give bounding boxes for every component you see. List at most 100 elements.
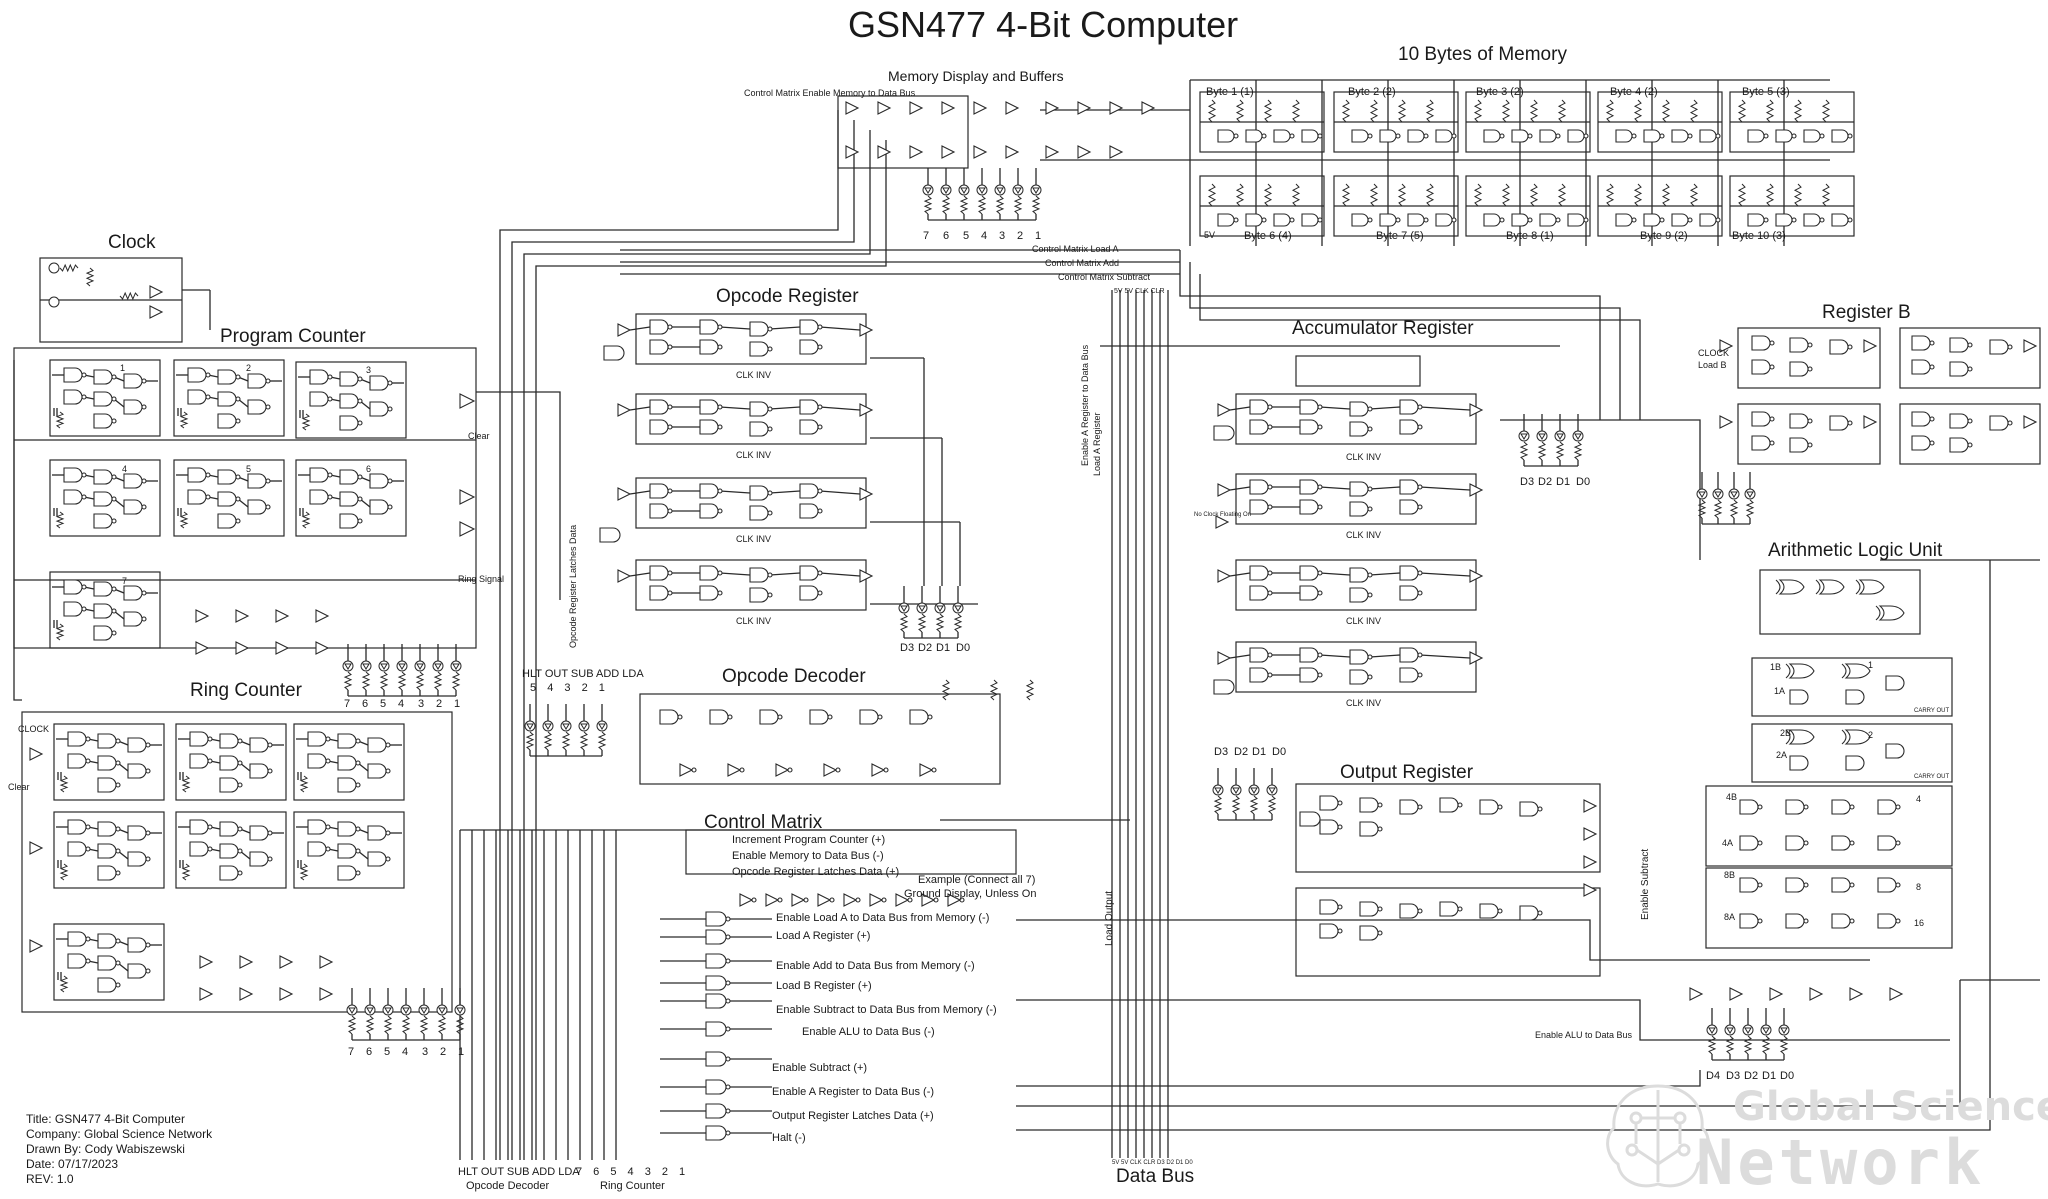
buffer-gate [859, 323, 874, 337]
resistor-icon [1713, 499, 1723, 519]
wire [769, 406, 801, 410]
buffer-gate [1583, 855, 1598, 869]
decoder-number-labels: 5 4 3 2 1 [530, 682, 605, 694]
gate-bubble [717, 324, 723, 330]
circuit-frame [1729, 91, 1855, 153]
gate-bubble [385, 830, 391, 836]
wire [1016, 980, 1961, 1107]
decoder-num: 4 [547, 682, 554, 694]
ring-clock-label: CLOCK [18, 724, 50, 734]
wire [819, 326, 861, 331]
inverter-bubble [751, 897, 757, 903]
nand-gate [93, 491, 113, 507]
output-register-bit: D2 [1234, 746, 1249, 758]
gate-bubble [1261, 133, 1267, 139]
decoder-op: ADD [596, 668, 620, 680]
xor-arc [1875, 605, 1881, 621]
resistor-icon [1633, 99, 1643, 123]
nand-gate [309, 467, 329, 483]
gate-bubble [667, 488, 673, 494]
output-register-bit: D0 [1272, 746, 1287, 758]
gate-bubble [767, 490, 773, 496]
nand-gate [123, 585, 143, 601]
wire [13, 360, 22, 701]
gate-bubble [1757, 918, 1763, 924]
inverter-bubble [829, 897, 835, 903]
gate-bubble [1715, 217, 1721, 223]
nand-gate [219, 843, 239, 859]
gate-bubble [1849, 840, 1855, 846]
led-diode-mark [402, 1007, 410, 1014]
gate-bubble [111, 586, 117, 592]
ring-counter-title: Ring Counter [190, 680, 302, 701]
resistor-icon [365, 1015, 375, 1035]
nand-gate [1785, 913, 1805, 929]
nand-gate [1249, 565, 1269, 581]
gate-bubble [1769, 364, 1775, 370]
gate-bubble [325, 846, 331, 852]
buffer-gate [791, 893, 806, 907]
wire [1319, 406, 1351, 410]
resistor-icon [989, 679, 999, 701]
alu-input-label: 8B [1724, 870, 1736, 880]
gate-bubble [1497, 804, 1503, 810]
watermark-line-2: Network [1696, 1126, 1986, 1199]
buffer-gate [941, 101, 956, 115]
gate-bubble [85, 846, 91, 852]
buffer-gate [895, 893, 910, 907]
nand-gate [1479, 903, 1499, 919]
nand-gate [339, 371, 359, 387]
gate-bubble [141, 478, 147, 484]
wire [819, 572, 861, 577]
nand-gate [1747, 213, 1765, 227]
nand-gate [799, 585, 819, 601]
sub-circuits [13, 91, 2041, 1013]
nand-gate [369, 401, 389, 417]
circuit-frame [1235, 393, 1477, 445]
nand-gate [1785, 835, 1805, 851]
resistor-icon [1529, 183, 1539, 207]
led-diode-mark [1762, 1027, 1770, 1034]
gate-bubble [235, 374, 241, 380]
resistor-icon [347, 1015, 357, 1035]
gate-bubble [725, 1084, 731, 1090]
gate-bubble [1847, 133, 1853, 139]
nand-gate [1299, 647, 1319, 663]
nand-gate [1399, 667, 1419, 683]
gate-bubble [1267, 404, 1273, 410]
resistor-icon [59, 975, 69, 993]
resistor-icon [1425, 99, 1435, 123]
resistor-icon [55, 623, 65, 641]
clock-title: Clock [108, 232, 156, 253]
buffer-gate [315, 609, 330, 623]
memory-display-bit: 7 [923, 230, 930, 242]
nand-gate [93, 391, 113, 407]
bottom-decoder-ops: HLT OUT SUB ADD LDA [458, 1166, 580, 1178]
circuit-frame [1235, 559, 1477, 611]
resistor-icon [1633, 183, 1643, 207]
memory-byte-label: Byte 9 (2) [1640, 230, 1688, 242]
nand-gate [1435, 213, 1453, 227]
gate-bubble [1807, 366, 1813, 372]
wire [1229, 486, 1251, 491]
opcode-clk-inv: CLK INV [736, 616, 772, 626]
nand-gate [649, 585, 669, 601]
bottom-ring-nums: 7 6 5 4 3 2 1 [576, 1166, 686, 1178]
title-block: Title: GSN477 4-Bit Computer Company: Gl… [26, 1112, 212, 1187]
gate-bubble [1803, 840, 1809, 846]
xor-gate [1788, 729, 1815, 745]
nand-gate [1829, 415, 1849, 431]
gate-bubble [265, 478, 271, 484]
gate-bubble [1715, 133, 1721, 139]
nand-gate [67, 953, 87, 969]
pc-stage-num: 4 [122, 464, 128, 474]
control-example: Example (Connect all 7) [918, 874, 1036, 886]
led-diode-mark [344, 663, 352, 670]
gate-bubble [141, 504, 147, 510]
gate-bubble [1757, 840, 1763, 846]
gate-bubble [207, 736, 213, 742]
buffer-gate [1863, 415, 1878, 429]
gate-bubble [1763, 133, 1769, 139]
gate-bubble [355, 826, 361, 832]
circuit-frame [295, 459, 407, 537]
